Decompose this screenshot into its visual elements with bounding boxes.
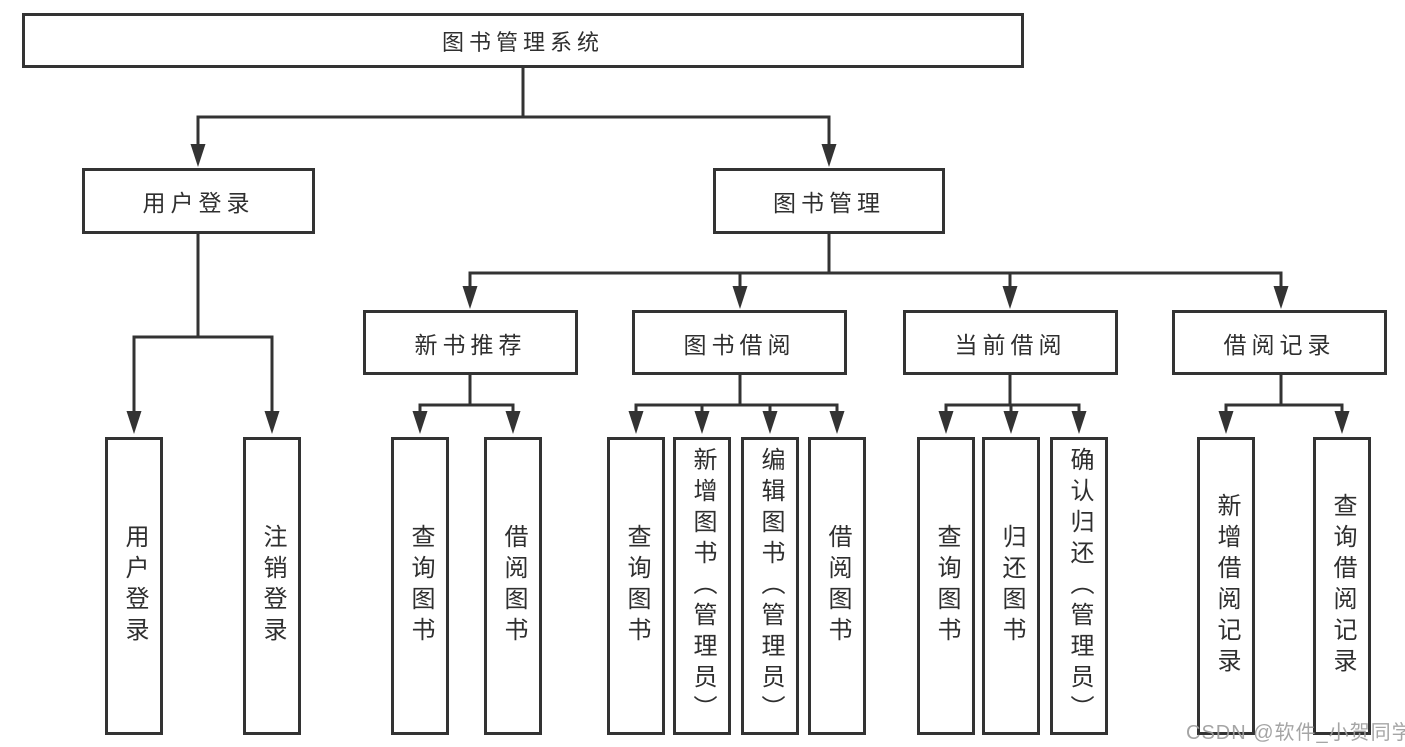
leaf-label: 归还图书	[998, 524, 1025, 648]
leaf-label: 编辑图书（管理员）	[757, 446, 784, 726]
leaf-logout: 注销登录	[243, 437, 301, 735]
leaf-recommend-borrow-book: 借阅图书	[484, 437, 542, 735]
node-label: 当前借阅	[954, 331, 1067, 358]
node-label: 图书借阅	[683, 331, 796, 358]
leaf-label: 查询图书	[623, 524, 650, 648]
leaf-borrow-query-book: 查询图书	[607, 437, 665, 735]
leaf-records-add-record: 新增借阅记录	[1197, 437, 1255, 735]
leaf-records-query-record: 查询借阅记录	[1313, 437, 1371, 735]
leaf-borrow-edit-book-admin: 编辑图书（管理员）	[741, 437, 799, 735]
node-root-label: 图书管理系统	[441, 29, 604, 55]
leaf-user-login: 用户登录	[105, 437, 163, 735]
node-borrow-records: 借阅记录	[1172, 310, 1387, 375]
leaf-label: 查询图书	[407, 524, 434, 648]
leaf-label: 新增图书（管理员）	[689, 446, 716, 726]
node-new-book-recommend: 新书推荐	[363, 310, 578, 375]
leaf-recommend-query-book: 查询图书	[391, 437, 449, 735]
leaf-label: 确认归还（管理员）	[1066, 446, 1093, 726]
leaf-label: 借阅图书	[824, 524, 851, 648]
node-current-borrow: 当前借阅	[903, 310, 1118, 375]
node-label: 用户登录	[142, 190, 255, 216]
leaf-label: 注销登录	[259, 524, 286, 648]
leaf-current-query-book: 查询图书	[917, 437, 975, 735]
leaf-label: 用户登录	[121, 524, 148, 648]
leaf-label: 查询借阅记录	[1329, 493, 1356, 679]
leaf-current-confirm-return-admin: 确认归还（管理员）	[1050, 437, 1108, 735]
leaf-label: 查询图书	[933, 524, 960, 648]
leaf-label: 新增借阅记录	[1213, 493, 1240, 679]
node-user-login: 用户登录	[82, 168, 315, 234]
node-root: 图书管理系统	[22, 13, 1024, 68]
csdn-watermark: CSDN @软件_小贺同学	[1186, 722, 1405, 744]
node-label: 新书推荐	[414, 331, 527, 358]
node-book-borrow: 图书借阅	[632, 310, 847, 375]
leaf-current-return-book: 归还图书	[982, 437, 1040, 735]
leaf-label: 借阅图书	[500, 524, 527, 648]
leaf-borrow-add-book-admin: 新增图书（管理员）	[673, 437, 731, 735]
node-book-management: 图书管理	[713, 168, 945, 234]
node-label: 借阅记录	[1223, 331, 1336, 358]
node-label: 图书管理	[773, 190, 885, 216]
leaf-borrow-borrow-book: 借阅图书	[808, 437, 866, 735]
